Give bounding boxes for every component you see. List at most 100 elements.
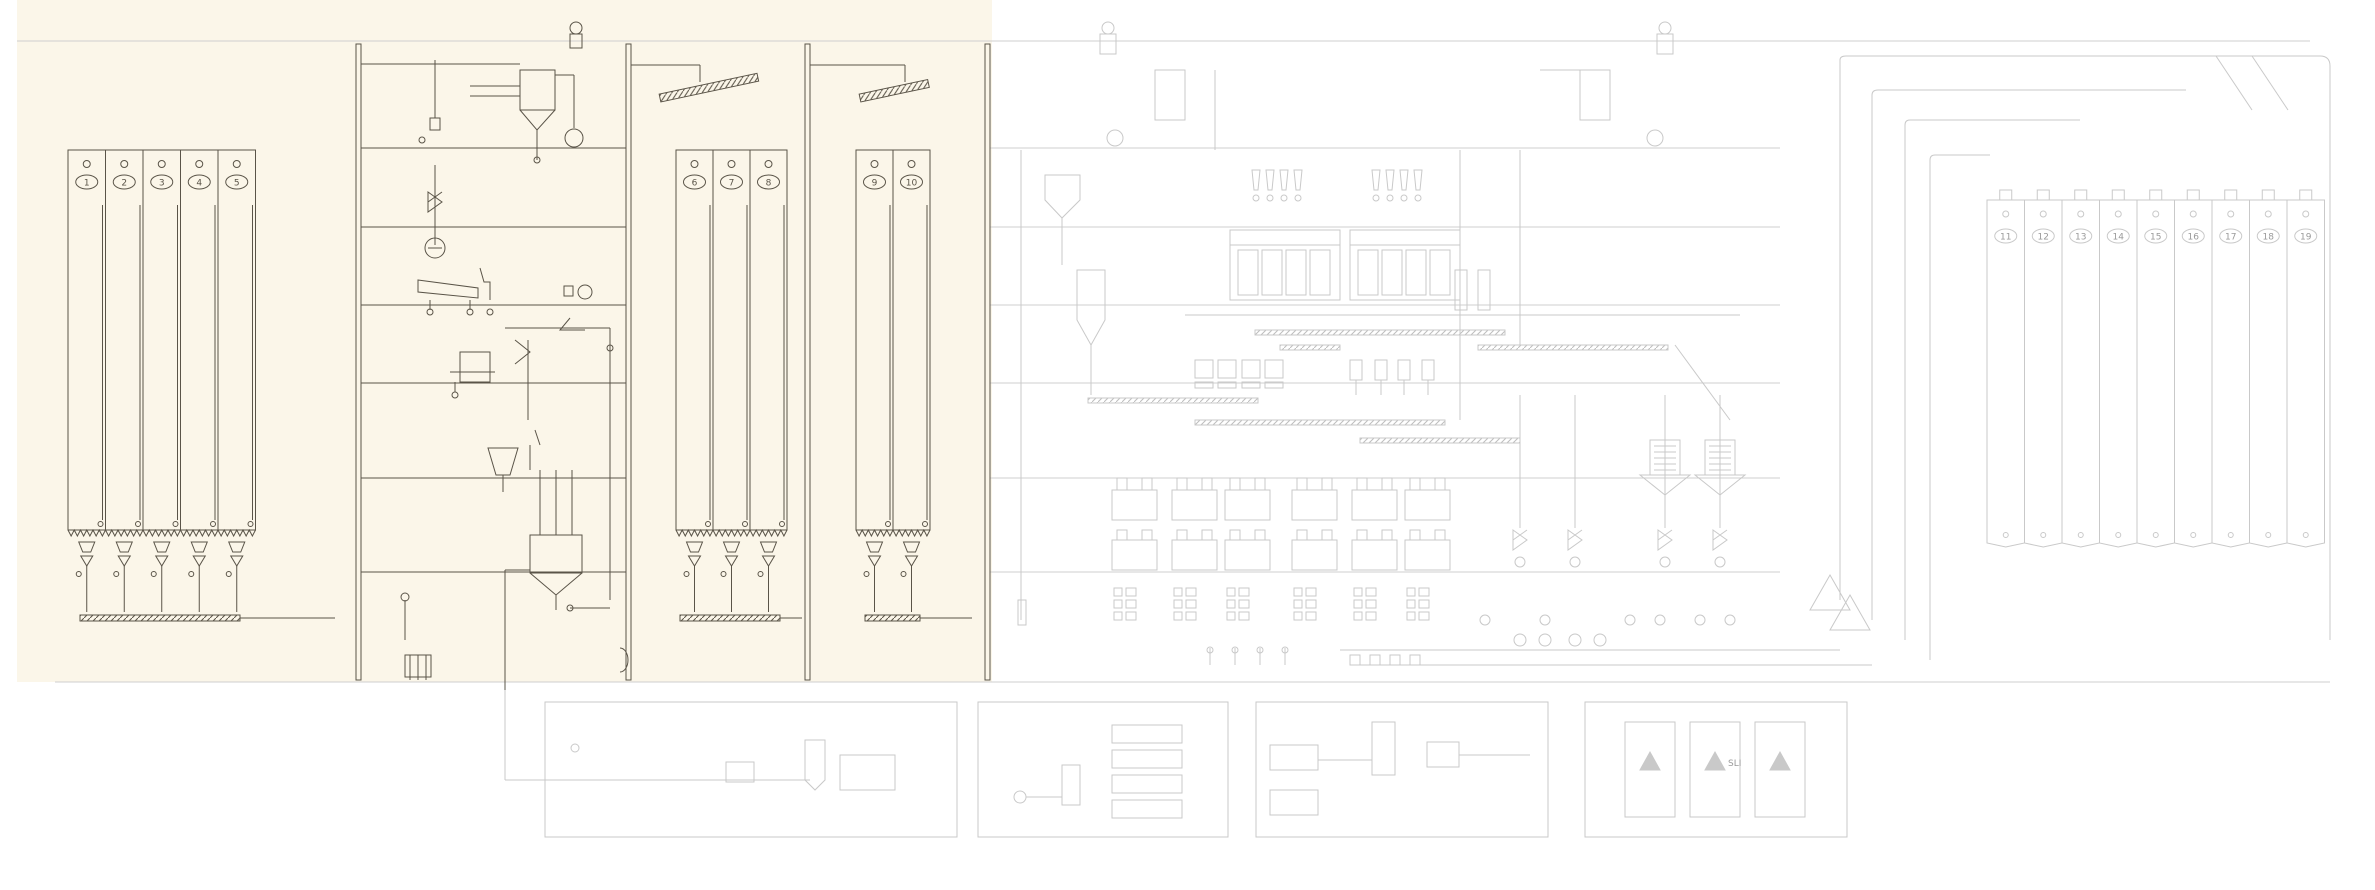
- silo-label: 3: [159, 179, 165, 189]
- level-sensor-icon: [232, 160, 241, 168]
- tank-icon: [804, 739, 826, 791]
- silo-label: 6: [692, 179, 698, 189]
- fan-icon: [577, 284, 593, 300]
- silo-label: 13: [2075, 233, 2086, 243]
- fan-icon: [1106, 129, 1124, 147]
- silo-label: 9: [872, 179, 878, 189]
- filter-cabinets: [1194, 169, 1491, 395]
- valve-icon: [154, 555, 169, 567]
- silo-group-b: 6 7 8: [675, 149, 788, 612]
- level-sensor-icon: [727, 160, 736, 168]
- silo-3: 3: [142, 149, 181, 612]
- silo-group-right: 11 12 13 14 15 16 17 18 19: [1986, 189, 2325, 548]
- silo-19: 19: [2286, 189, 2325, 548]
- panel-electrical-cabinets: SLI: [1584, 701, 1848, 838]
- silo-group-c: 9 10: [855, 149, 931, 612]
- silo-label: 7: [729, 179, 735, 189]
- silo-label: 1: [84, 179, 90, 189]
- filter-icon: [725, 761, 755, 783]
- silo-label: 19: [2300, 233, 2312, 243]
- electrical-cabinet: [1689, 721, 1741, 818]
- silo-label: 2: [121, 179, 127, 189]
- silo-label: 11: [2000, 233, 2011, 243]
- silo-10: 10: [892, 149, 931, 612]
- dampener: [529, 534, 583, 574]
- cabinet-label: SLI: [1728, 759, 1741, 769]
- conveyor-b: [679, 614, 781, 622]
- silo-label: 8: [766, 179, 772, 189]
- electrical-cabinet: [1624, 721, 1676, 818]
- panel-dust-extraction: [504, 690, 958, 838]
- level-sensor-icon: [82, 160, 91, 168]
- cleaning-equipment: [361, 21, 629, 690]
- level-sensor-icon: [764, 160, 773, 168]
- tank-icon: [1061, 764, 1081, 806]
- valve-icon: [79, 555, 94, 567]
- fan-icon: [564, 128, 584, 148]
- silo-16: 16: [2174, 189, 2213, 548]
- level-sensor-icon: [157, 160, 166, 168]
- valve-icon: [904, 555, 919, 567]
- silo-label: 15: [2150, 233, 2161, 243]
- tank-icon: [1371, 721, 1396, 776]
- separator: [459, 351, 491, 383]
- silo-label: 4: [196, 179, 202, 189]
- silo-label: 18: [2263, 233, 2275, 243]
- silo-2: 2: [105, 149, 144, 612]
- level-sensor-icon: [120, 160, 129, 168]
- filter-icon: [519, 69, 556, 111]
- motor-icon: [1101, 21, 1115, 35]
- valve-icon: [724, 555, 739, 567]
- silo-label: 10: [906, 179, 918, 189]
- silo-13: 13: [2061, 189, 2100, 548]
- silo-group-a: 1 2 3 4 5: [67, 149, 256, 612]
- silo-17: 17: [2211, 189, 2250, 548]
- silo-label: 14: [2113, 233, 2125, 243]
- panel-water-treatment: [977, 701, 1229, 838]
- silo-label: 17: [2225, 233, 2236, 243]
- level-sensor-icon: [195, 160, 204, 168]
- building-walls: [355, 43, 991, 681]
- silo-12: 12: [2024, 189, 2063, 548]
- downstream-process-section: 11 12 13 14 15 16 17 18 19: [504, 21, 2331, 838]
- silo-11: 11: [1986, 189, 2025, 548]
- panel-steam-supply: [1255, 701, 1549, 838]
- conveyor-c: [864, 614, 921, 622]
- silo-6: 6: [675, 149, 714, 612]
- electrical-cabinet: [1754, 721, 1806, 818]
- valve-icon: [867, 555, 882, 567]
- valve-icon: [761, 555, 776, 567]
- level-sensor-icon: [870, 160, 879, 168]
- silo-8: 8: [749, 149, 788, 612]
- roller-mill-rows: [1111, 439, 1747, 621]
- level-sensor-icon: [690, 160, 699, 168]
- highlighted-section-background: [17, 0, 992, 682]
- pump-icon: [1013, 790, 1027, 804]
- building-grid: [17, 40, 2330, 683]
- level-sensor-icon: [907, 160, 916, 168]
- silo-label: 12: [2038, 233, 2049, 243]
- active-process-section: 1 2 3 4 5 6 7 8 9 10: [67, 21, 991, 690]
- motor-icon: [1658, 21, 1672, 35]
- valve-icon: [117, 555, 132, 567]
- silo-1: 1: [67, 149, 106, 612]
- fan-icon: [1646, 129, 1664, 147]
- silo-14: 14: [2099, 189, 2138, 548]
- inclined-conveyor-c: [858, 78, 930, 103]
- hopper: [487, 447, 519, 476]
- conveyor-a: [79, 614, 241, 622]
- silo-18: 18: [2249, 189, 2288, 548]
- silo-label: 5: [234, 179, 240, 189]
- silo-4: 4: [180, 149, 219, 612]
- silo-15: 15: [2136, 189, 2175, 548]
- valve-icon: [192, 555, 207, 567]
- silo-9: 9: [855, 149, 894, 612]
- sifter-icon: [417, 279, 479, 299]
- silo-label: 16: [2188, 233, 2200, 243]
- valve-icon: [229, 555, 244, 567]
- inclined-conveyor-b: [658, 72, 760, 103]
- motor-icon: [569, 21, 583, 35]
- silo-7: 7: [712, 149, 751, 612]
- silo-5: 5: [217, 149, 256, 612]
